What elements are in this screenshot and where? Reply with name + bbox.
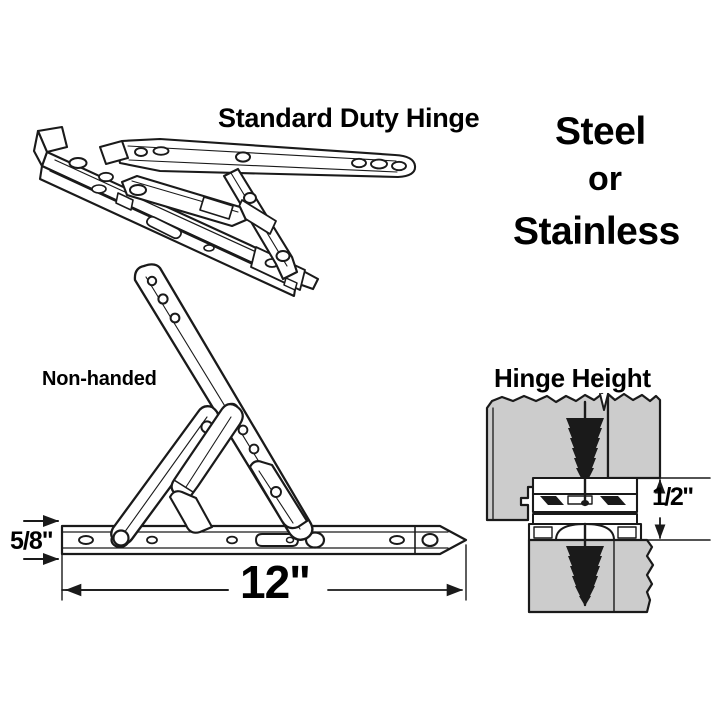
label-non-handed: Non-handed <box>42 368 157 390</box>
dimension-track-length <box>61 544 467 601</box>
hinge-link-arm-iso <box>120 174 248 228</box>
hinge-stay-arm-right-side <box>248 460 309 530</box>
hinge-height-cross-section <box>485 392 711 614</box>
label-material-stainless: Stainless <box>513 210 680 253</box>
page-title-standard-duty-hinge: Standard Duty Hinge <box>218 103 480 133</box>
hinge-track-rail-iso <box>32 125 320 298</box>
dimension-stack-height <box>640 477 711 541</box>
standard-duty-hinge-side <box>60 263 468 556</box>
screw-lower <box>566 522 604 607</box>
dimension-label-track-length: 12" <box>240 556 311 608</box>
hinge-sash-arm-iso <box>99 137 417 179</box>
label-material-or: or <box>588 160 622 198</box>
hinge-link-arm-side <box>168 402 244 534</box>
dimension-track-thickness <box>23 515 63 601</box>
hinge-stay-arm-iso <box>222 167 299 281</box>
dimension-label-track-thickness: 5/8" <box>10 527 54 555</box>
dimension-label-stack-height: 1/2" <box>652 483 694 511</box>
label-material-steel: Steel <box>555 110 646 153</box>
window-frame-right <box>606 392 662 480</box>
standard-duty-hinge-isometric <box>32 125 417 298</box>
screw-upper <box>566 400 604 507</box>
label-hinge-height: Hinge Height <box>494 363 651 393</box>
